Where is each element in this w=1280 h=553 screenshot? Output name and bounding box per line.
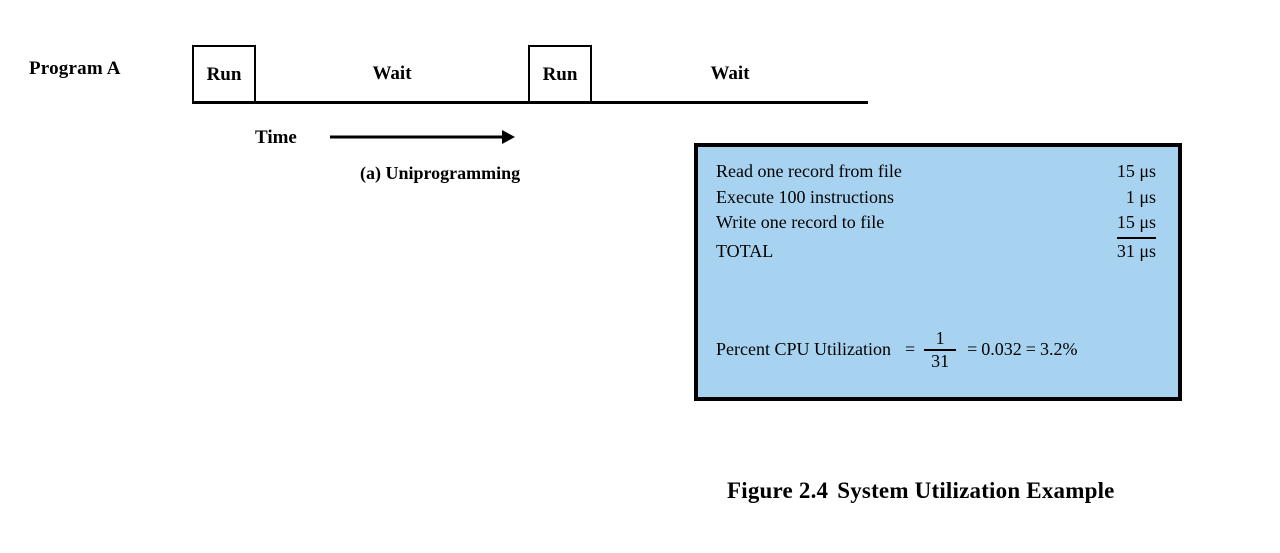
run-segment-1-label: Run: [206, 63, 242, 85]
timing-row-3-value: 31 μs: [1117, 239, 1156, 265]
cpu-utilization-label: Percent CPU Utilization: [716, 339, 891, 360]
time-axis-label: Time: [255, 127, 297, 148]
wait-segment-2-label: Wait: [710, 63, 750, 84]
fraction-denominator: 31: [931, 350, 950, 371]
fraction-one-over-thirtyone: 1 31: [924, 328, 957, 371]
equals-sign-1: =: [904, 339, 916, 360]
table-row: Execute 100 instructions 1 μs: [716, 185, 1156, 211]
timing-row-3-label: TOTAL: [716, 240, 774, 261]
program-label: Program A: [29, 58, 121, 79]
calculation-panel: Read one record from file 15 μs Execute …: [694, 143, 1182, 401]
run-segment-1: Run: [192, 45, 256, 104]
wait-segment-1-label: Wait: [372, 63, 412, 84]
equals-sign-2: =: [967, 339, 978, 360]
fraction-numerator: 1: [935, 328, 945, 348]
figure-title: System Utilization Example: [837, 478, 1115, 503]
fraction-bar: [924, 348, 957, 351]
timing-row-1-label: Execute 100 instructions: [716, 186, 894, 207]
run-segment-2: Run: [528, 45, 592, 104]
timing-row-0-value: 15 μs: [1117, 159, 1156, 185]
timing-row-2-value-text: 15 μs: [1116, 210, 1156, 239]
table-row: Write one record to file 15 μs: [716, 210, 1156, 239]
figure-caption: Figure 2.4 System Utilization Example: [727, 478, 1115, 504]
utilization-decimal: 0.032: [981, 339, 1022, 360]
timing-row-1-value-text: 1 μs: [1125, 186, 1156, 207]
timing-row-2-value: 15 μs: [1116, 210, 1156, 239]
cpu-utilization-formula: Percent CPU Utilization = 1 31 = 0.032 =…: [716, 329, 1077, 371]
timing-row-3-value-text: 31 μs: [1116, 240, 1156, 261]
utilization-percent: 3.2%: [1039, 339, 1078, 360]
timing-row-1-value: 1 μs: [1117, 185, 1156, 211]
timing-table: Read one record from file 15 μs Execute …: [716, 159, 1156, 264]
table-row: Read one record from file 15 μs: [716, 159, 1156, 185]
timing-row-0-label: Read one record from file: [716, 161, 902, 181]
timeline-baseline: [192, 101, 868, 104]
timing-row-2-label: Write one record to file: [716, 212, 885, 233]
right-arrow-icon: [330, 130, 515, 144]
run-segment-2-label: Run: [542, 63, 578, 85]
timing-row-0-value-text: 15 μs: [1116, 161, 1156, 181]
figure-number: Figure 2.4: [727, 478, 829, 503]
equals-sign-3: =: [1025, 339, 1036, 360]
subfigure-caption: (a) Uniprogramming: [360, 163, 521, 183]
table-row: TOTAL 31 μs: [716, 239, 1156, 265]
